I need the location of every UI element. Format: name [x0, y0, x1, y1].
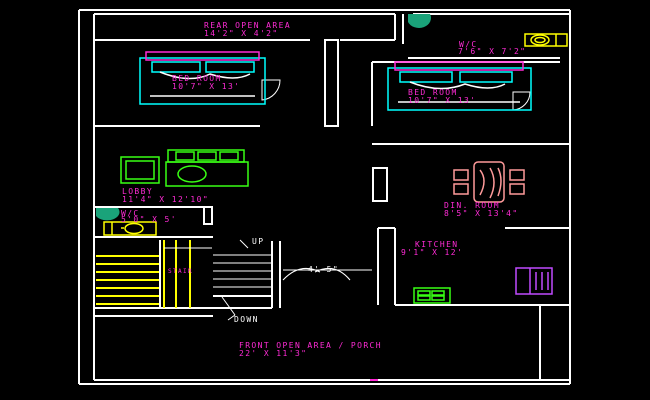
toilet-top-right-icon: [524, 33, 568, 47]
lobby-name: LOBBY: [122, 187, 153, 196]
wc-top-size: 7'6" X 7'2": [458, 47, 526, 56]
wc-left-size: 5'0" X 5': [121, 215, 177, 224]
wc-left-name: W/C: [121, 209, 140, 218]
front-open-area-name: FRONT OPEN AREA / PORCH: [239, 341, 382, 350]
bedroom-right-size: 10'7" X 13': [408, 96, 476, 105]
din-room-name: DIN. ROOM: [444, 201, 500, 210]
lobby-size: 11'4" X 12'10": [122, 195, 209, 204]
bedroom-left-name: BED ROOM: [172, 74, 222, 83]
door-width-label: 4'-5": [308, 265, 339, 274]
bedroom-left-size: 10'7" X 13': [172, 82, 240, 91]
toilet-left-icon: [103, 221, 157, 236]
wc-left-tap-icon: [96, 208, 120, 221]
front-open-area-size: 22' X 11'3": [239, 349, 307, 358]
fridge-icon: [515, 267, 553, 295]
bed-right-icon: [387, 61, 532, 111]
stair-landing-label: STAIR: [168, 268, 193, 275]
rear-open-area-name: REAR OPEN AREA: [204, 21, 291, 30]
stair-down-label: DOWN: [234, 315, 259, 324]
rear-tap-icon: [408, 14, 431, 28]
doors: [221, 79, 531, 321]
rear-open-area-size: 14'2" X 4'2": [204, 29, 279, 38]
stove-icon: [413, 287, 451, 304]
staircase-icon: [96, 240, 272, 308]
sofa-set-icon: [120, 149, 249, 187]
kitchen-name: KITCHEN: [415, 240, 459, 249]
din-room-size: 8'5" X 13'4": [444, 209, 519, 218]
dining-table-icon: [453, 161, 525, 203]
stair-up-label: UP: [252, 237, 264, 246]
kitchen-size: 9'1" X 12': [401, 248, 463, 257]
bedroom-right-name: BED ROOM: [408, 88, 458, 97]
wc-top-name: W/C: [459, 40, 478, 49]
bed-left-icon: [139, 51, 266, 105]
